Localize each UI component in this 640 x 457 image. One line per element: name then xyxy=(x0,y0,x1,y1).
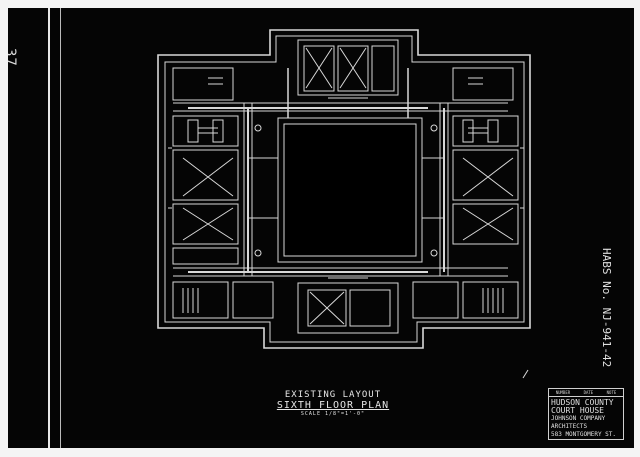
rev-number-label: NUMBER xyxy=(555,390,571,395)
stamp-line: ARCHITECTS xyxy=(551,423,588,430)
stamp-line: JOHNSON COMPANY xyxy=(551,415,606,422)
stamp-line: HUDSON COUNTY xyxy=(551,398,614,407)
title-stamp: HUDSON COUNTY COURT HOUSE JOHNSON COMPAN… xyxy=(548,396,624,440)
binding-rule xyxy=(48,8,50,448)
stamp-line: 583 MONTGOMERY ST. xyxy=(551,431,617,438)
title-scale: SCALE 1/8"=1'-0" xyxy=(300,411,366,417)
title-line-2: SIXTH FLOOR PLAN xyxy=(276,400,390,411)
binding-rule-inner xyxy=(60,8,61,448)
floor-plan-drawing xyxy=(157,29,531,379)
blueprint-sheet: 37 xyxy=(8,8,634,448)
drawing-title: EXISTING LAYOUT SIXTH FLOOR PLAN SCALE 1… xyxy=(273,390,393,417)
revision-header: NUMBER DATE NOTE xyxy=(548,388,624,396)
habs-label: HABS No. NJ-941-42 xyxy=(600,248,613,368)
title-line-1: EXISTING LAYOUT xyxy=(284,390,382,400)
rev-date-label: DATE xyxy=(583,390,594,395)
rev-note-label: NOTE xyxy=(606,390,617,395)
stamp-line: COURT HOUSE xyxy=(551,406,604,415)
